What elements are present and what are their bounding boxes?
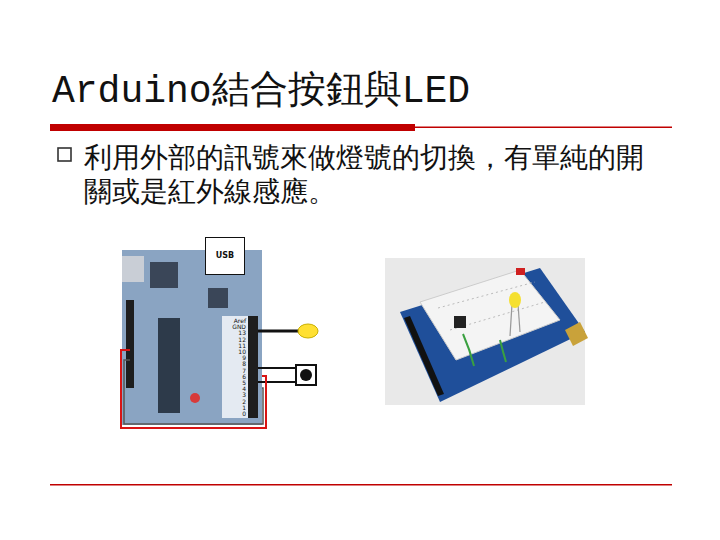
box-label: USB xyxy=(216,251,234,261)
red-wire xyxy=(121,350,266,428)
photo-reset xyxy=(516,268,525,275)
button-cap xyxy=(300,369,312,381)
usb-box: USB xyxy=(205,237,245,275)
button-symbol xyxy=(296,365,316,385)
led-symbol xyxy=(298,324,318,338)
regulator-chip xyxy=(150,262,178,288)
led-leg xyxy=(510,304,512,336)
pin-label: 8 xyxy=(222,361,246,367)
title-thin-rule xyxy=(415,127,672,129)
photo-led xyxy=(509,292,521,308)
slide-title: Arduino結合按鈕與LED xyxy=(52,70,470,114)
pin-label: 2 xyxy=(222,399,246,405)
pin-label: 1 xyxy=(222,405,246,411)
photo-wire xyxy=(500,340,506,362)
pin-label: GND xyxy=(222,324,246,330)
photo-ground xyxy=(385,258,585,405)
pin-label: Aref xyxy=(222,318,246,324)
pin-label-strip xyxy=(222,316,248,418)
pin-label: 6 xyxy=(222,374,246,380)
pin-label: 11 xyxy=(222,343,246,349)
led-leg xyxy=(518,304,520,332)
pin-label: 3 xyxy=(222,392,246,398)
power-jack xyxy=(122,256,144,282)
title-rule xyxy=(50,124,415,131)
ground-wire xyxy=(124,360,263,424)
photo-board xyxy=(400,268,585,402)
usb-chip xyxy=(208,288,228,308)
schematic-ground xyxy=(118,230,318,430)
photo-breadboard xyxy=(420,270,560,360)
photo-button xyxy=(454,316,466,328)
led-wire xyxy=(258,330,300,333)
power-header xyxy=(126,300,134,388)
digital-header xyxy=(248,316,258,418)
pin-label: 0 xyxy=(222,411,246,417)
breadboard-holes xyxy=(450,302,545,330)
microcontroller-chip xyxy=(158,318,180,413)
pin-label: 5 xyxy=(222,380,246,386)
reset-button xyxy=(190,393,200,403)
button-wire xyxy=(258,381,296,383)
photo-wire xyxy=(463,334,474,366)
pin-label: 10 xyxy=(222,349,246,355)
photo-usb xyxy=(565,322,588,346)
breadboard-holes xyxy=(438,282,535,308)
bullet-text: 利用外部的訊號來做燈號的切換，有單純的開關或是紅外線感應。 xyxy=(84,141,659,209)
arduino-board xyxy=(122,250,262,425)
button-wire xyxy=(258,367,296,369)
bullet-square xyxy=(58,148,71,161)
footer-rule xyxy=(50,484,672,486)
pin-label: 7 xyxy=(222,368,246,374)
pin-label: 4 xyxy=(222,386,246,392)
pin-label: 9 xyxy=(222,355,246,361)
pin-label: 12 xyxy=(222,337,246,343)
pin-label: 13 xyxy=(222,330,246,336)
